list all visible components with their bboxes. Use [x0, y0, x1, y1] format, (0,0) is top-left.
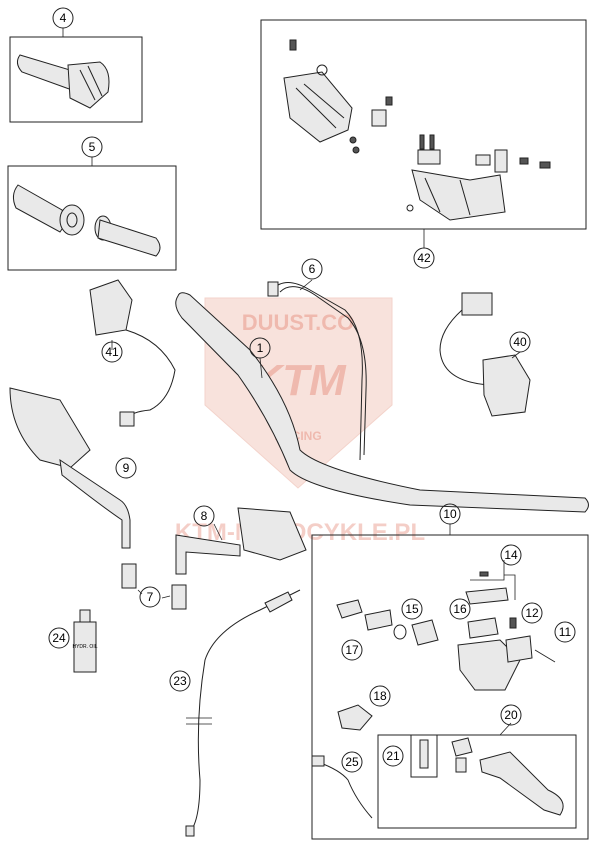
- callout-21: 21: [386, 749, 400, 763]
- callout-7: 7: [147, 590, 154, 604]
- part-24-hydraulic-oil: HYDR. OIL: [72, 609, 98, 673]
- callout-23: 23: [173, 674, 187, 688]
- part-4-throttle-grip: [9, 28, 143, 123]
- callout-8: 8: [201, 509, 208, 523]
- part-41-switch: [89, 279, 176, 427]
- callout-1: 1: [257, 341, 264, 355]
- part-7-mirror-adapters: [121, 563, 187, 610]
- callout-16: 16: [453, 602, 467, 616]
- watermark-logo-text: DUUST.CO: [242, 310, 354, 335]
- callout-41: 41: [105, 345, 119, 359]
- callout-11: 11: [559, 625, 572, 639]
- bottle-label: HYDR. OIL: [72, 644, 97, 650]
- callout-15: 15: [405, 602, 419, 616]
- callout-40: 40: [513, 335, 527, 349]
- callout-4: 4: [60, 11, 67, 25]
- part-10-clutch-master-cylinder: [311, 524, 589, 840]
- callout-20: 20: [504, 708, 518, 722]
- callout-9: 9: [123, 461, 130, 475]
- part-1-handlebar: [175, 292, 589, 513]
- callout-17: 17: [345, 643, 359, 657]
- part-8-mirror-right: [175, 507, 307, 575]
- part-9-mirror-left: [9, 387, 131, 549]
- callout-6: 6: [309, 262, 316, 276]
- callout-24: 24: [52, 631, 66, 645]
- part-23-clutch-line: [185, 589, 301, 837]
- part-42-hand-guard-set: [260, 19, 587, 248]
- callout-42: 42: [417, 251, 431, 265]
- part-6-throttle-cables: [267, 279, 367, 461]
- part-40-switch: [439, 292, 531, 417]
- callout-14: 14: [504, 548, 518, 562]
- part-5-grip-set: [7, 157, 177, 271]
- watermark-shield: [204, 297, 393, 489]
- callout-25: 25: [345, 755, 359, 769]
- callout-5: 5: [89, 140, 96, 154]
- callouts: 4 5 42 6 1 41 40 9 8 10 14 7 15 16 12 24: [48, 7, 576, 773]
- callout-10: 10: [443, 507, 457, 521]
- callout-18: 18: [373, 689, 387, 703]
- callout-12: 12: [525, 606, 539, 620]
